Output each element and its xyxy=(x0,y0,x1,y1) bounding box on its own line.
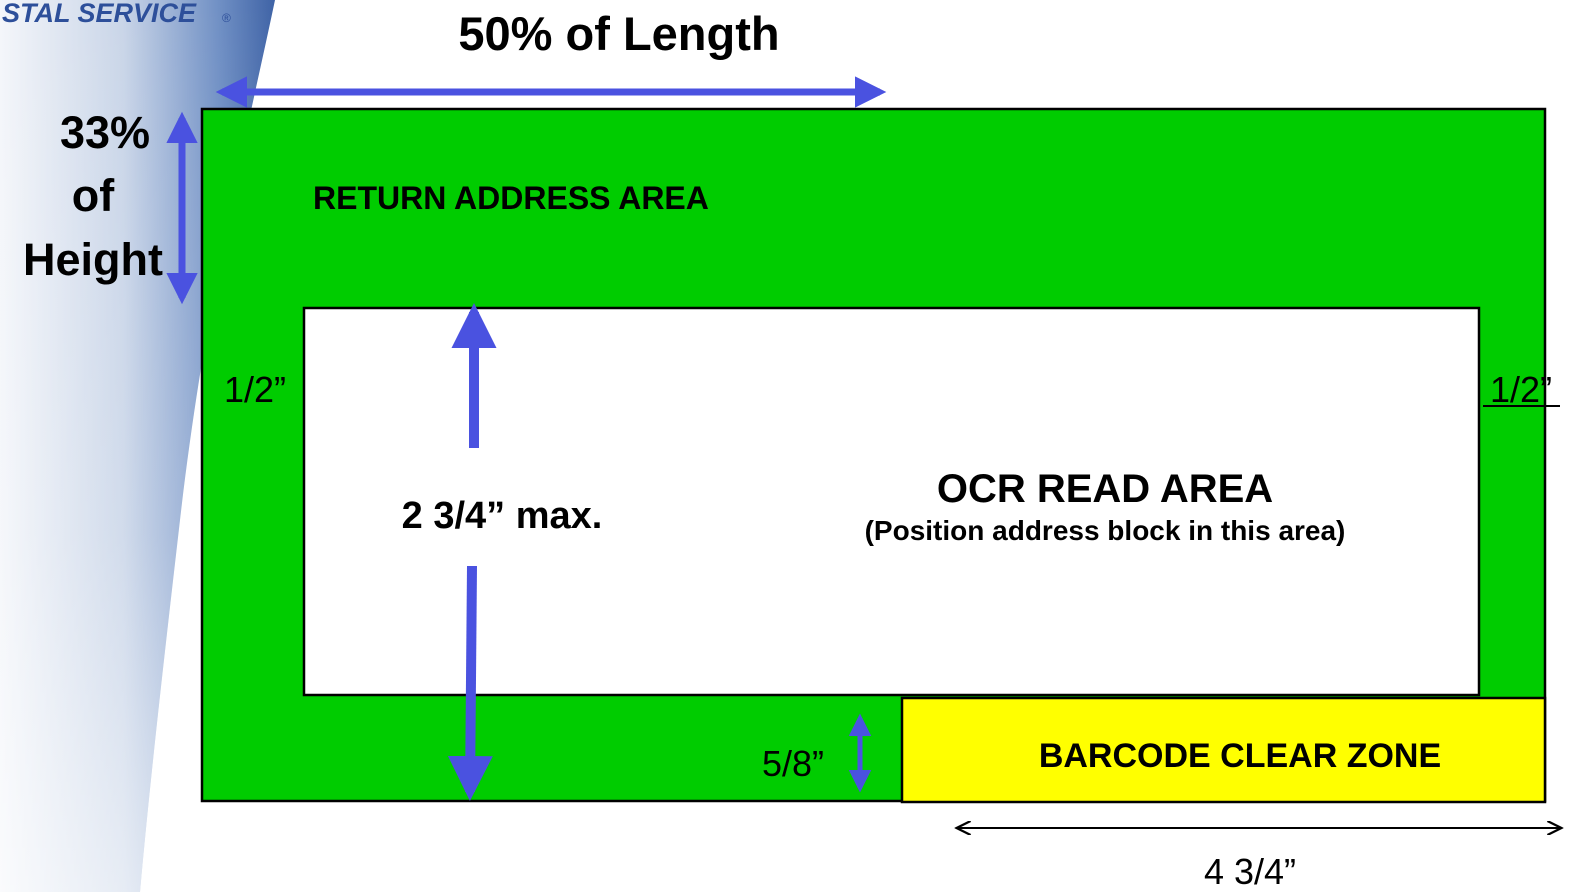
registered-mark: ® xyxy=(222,11,231,25)
height-percent-label-line2: of xyxy=(72,170,115,221)
barcode-zone-label: BARCODE CLEAR ZONE xyxy=(1039,737,1441,775)
height-percent-label-line1: 33% xyxy=(60,107,150,158)
length-percent-label: 50% of Length xyxy=(458,7,779,60)
ocr-area-subtitle: (Position address block in this area) xyxy=(865,515,1346,546)
return-address-label: RETURN ADDRESS AREA xyxy=(313,180,709,216)
ocr-read-area xyxy=(302,306,1481,697)
ocr-area-title: OCR READ AREA xyxy=(937,467,1273,511)
max-height-label: 2 3/4” max. xyxy=(402,495,603,537)
height-percent-label-line3: Height xyxy=(23,234,163,285)
barcode-width-label: 4 3/4” xyxy=(1204,851,1296,892)
bottom-clear-label: 5/8” xyxy=(762,743,824,784)
right-margin-label: 1/2” xyxy=(1490,369,1552,410)
left-margin-label: 1/2” xyxy=(224,369,286,410)
barcode-clear-zone xyxy=(900,696,1547,804)
brand-text: STAL SERVICE xyxy=(2,0,197,28)
max-height-arrow-bottom xyxy=(447,565,493,801)
